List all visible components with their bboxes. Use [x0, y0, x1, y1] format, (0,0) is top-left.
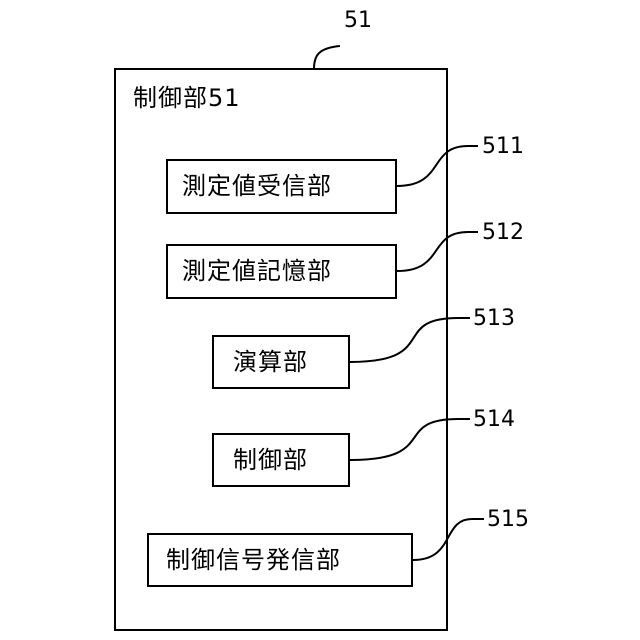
main-reference-number: 51 [344, 10, 372, 32]
leader-line-main [314, 46, 340, 69]
block-label-1: 測定値受信部 [182, 174, 332, 198]
block-label-5: 制御信号発信部 [166, 548, 341, 572]
leader-line-5 [413, 519, 484, 560]
leader-line-2 [397, 232, 478, 271]
reference-number-2: 512 [482, 222, 524, 244]
block-label-2: 測定値記憶部 [182, 259, 332, 283]
reference-number-1: 511 [482, 136, 524, 158]
controller-title: 制御部51 [133, 86, 241, 110]
leader-line-1 [397, 146, 478, 186]
reference-number-4: 514 [473, 409, 515, 431]
leader-line-3 [350, 318, 470, 362]
reference-number-3: 513 [473, 308, 515, 330]
block-label-3: 演算部 [233, 350, 308, 374]
leader-line-4 [350, 419, 470, 460]
block-label-4: 制御部 [233, 448, 308, 472]
reference-number-5: 515 [487, 509, 529, 531]
